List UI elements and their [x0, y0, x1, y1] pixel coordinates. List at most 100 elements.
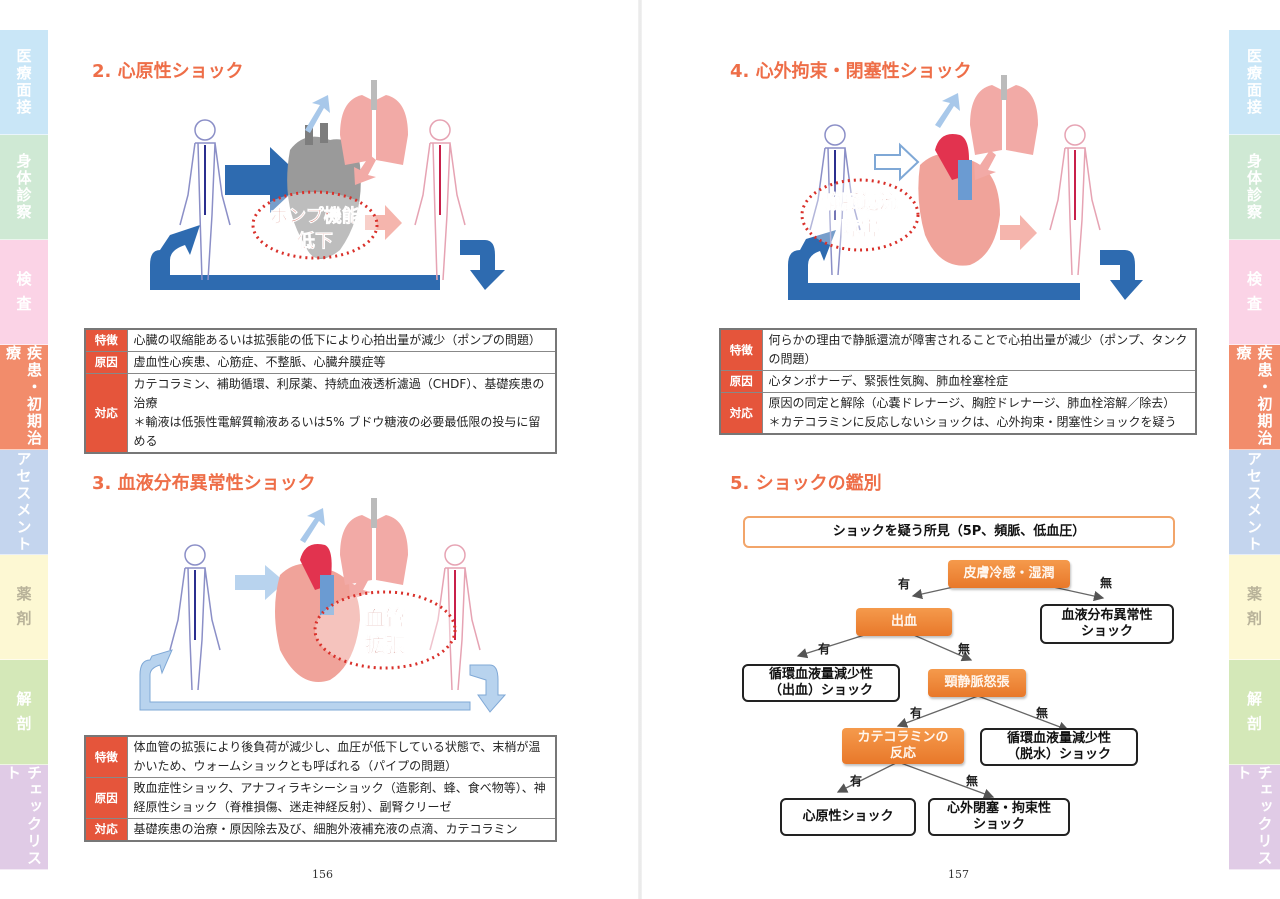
result-line1: 循環血液量減少性	[768, 667, 873, 682]
row-value: 基礎疾患の治療・原因除去及び、細胞外液補充液の点滴、カテコラミン	[126, 818, 557, 842]
info-table-row: 原因心タンポナーデ、緊張性気胸、肺血栓塞栓症	[719, 370, 1197, 393]
info-table-row: 対応基礎疾患の治療・原因除去及び、細胞外液補充液の点滴、カテコラミン	[84, 818, 557, 842]
venous-return-arrow	[235, 565, 285, 600]
arterial-output-arrow	[1000, 215, 1037, 250]
info-table-row: 対応カテコラミン、補助循環、利尿薬、持続血液透析濾過（CHDF）、基礎疾患の治療…	[84, 373, 557, 454]
from-lungs-arrow	[974, 150, 996, 180]
section-title-differential: 5. ショックの鑑別	[730, 473, 882, 494]
side-tab[interactable]: 解 剖	[1229, 660, 1280, 765]
row-label: 原因	[719, 370, 763, 393]
venous-body-figure	[179, 119, 231, 281]
row-value: 原因の同定と解除（心嚢ドレナージ、胸腔ドレナージ、肺血栓溶解／除去）＊カテコラミ…	[761, 392, 1197, 435]
row-label: 原因	[84, 351, 128, 374]
dotted-highlight-ellipse	[313, 590, 457, 670]
side-tab[interactable]: 疾患・初期治療	[1229, 345, 1280, 450]
result-text: 循環血液量減少性（脱水）ショック	[1007, 731, 1111, 763]
side-tab[interactable]: 薬 剤	[1229, 555, 1280, 660]
to-lungs-arrow	[935, 93, 960, 128]
result-line1: 循環血液量減少性	[1006, 731, 1111, 746]
page-number-left: 156	[312, 868, 333, 881]
row-value-line: 心臓の収縮能あるいは拡張能の低下により心拍出量が減少（ポンプの問題）	[133, 333, 541, 347]
row-label: 原因	[84, 777, 128, 819]
flow-q2-box: 出血	[856, 608, 952, 636]
arterial-output-arrow	[365, 205, 402, 240]
result-line2: （出血）ショック	[768, 683, 873, 698]
dotted-highlight-ellipse	[251, 190, 379, 260]
row-label: 特徴	[84, 735, 128, 778]
connector-q3-no	[977, 695, 1070, 732]
q4-text: カテコラミンの反応	[857, 730, 948, 762]
side-tab[interactable]: 解 剖	[0, 660, 48, 765]
heart-icon	[918, 134, 1000, 266]
side-tab[interactable]: 身体診察	[1229, 135, 1280, 240]
info-table-row: 原因虚血性心疾患、心筋症、不整脈、心臓弁膜症等	[84, 351, 557, 374]
row-value-line: 何らかの理由で静脈還流が障害されることで心拍出量が減少（ポンプ、タンクの問題）	[768, 333, 1188, 366]
return-flow-arrow	[150, 225, 440, 290]
flow-result-cardiogenic: 心原性ショック	[780, 798, 916, 836]
obstructive-info-table: 特徴何らかの理由で静脈還流が障害されることで心拍出量が減少（ポンプ、タンクの問題…	[719, 328, 1197, 435]
diagram-label-line1: 血管	[365, 606, 405, 630]
result-line1: 心外閉塞・拘束性	[946, 801, 1051, 816]
row-value-line: 原因の同定と解除（心嚢ドレナージ、胸腔ドレナージ、肺血栓溶解／除去）	[768, 396, 1176, 410]
info-table-row: 対応原因の同定と解除（心嚢ドレナージ、胸腔ドレナージ、肺血栓溶解／除去）＊カテコ…	[719, 392, 1197, 435]
side-tabs-right: 医療面接身体診察検 査疾患・初期治療アセスメント薬 剤解 剖チェックリスト	[1229, 30, 1280, 870]
connector-q4-no	[897, 761, 995, 799]
diagram-label-line2: 障害	[841, 217, 879, 240]
side-tab[interactable]: アセスメント	[0, 450, 48, 555]
distributive-info-table: 特徴体血管の拡張により後負荷が減少し、血圧が低下している状態で、末梢が温かいため…	[84, 735, 557, 842]
flow-q3-no-label: 無	[1036, 706, 1049, 720]
side-tab[interactable]: チェックリスト	[0, 765, 48, 870]
connector-q4-yes	[836, 761, 899, 793]
row-value-line: 基礎疾患の治療・原因除去及び、細胞外液補充液の点滴、カテコラミン	[133, 822, 518, 836]
side-tab[interactable]: 身体診察	[0, 135, 48, 240]
row-label: 特徴	[719, 328, 763, 371]
cardiogenic-shock-diagram: ポンプ機能 低下	[140, 75, 510, 305]
lungs-icon	[340, 80, 408, 165]
connector-q3-yes	[896, 695, 979, 728]
section-title-distributive: 3. 血液分布異常性ショック	[92, 473, 316, 494]
return-flow-arrow	[788, 230, 1080, 300]
side-tab[interactable]: 疾患・初期治療	[0, 345, 48, 450]
side-tab[interactable]: 検 査	[1229, 240, 1280, 345]
row-value-line: カテコラミン、補助循環、利尿薬、持続血液透析濾過（CHDF）、基礎疾患の治療	[133, 377, 545, 410]
result-line2: ショック	[1080, 624, 1133, 639]
return-flow-arrow-right	[469, 664, 507, 713]
circulation-illustration: ポンプ機能 低下	[150, 80, 505, 290]
flow-q2-no-label: 無	[958, 642, 971, 656]
venous-body-figure	[809, 124, 861, 276]
circulation-illustration: 血管 拡張	[139, 498, 507, 713]
flow-q1-no-label: 無	[1100, 576, 1113, 590]
side-tab[interactable]: 検 査	[0, 240, 48, 345]
result-text: 循環血液量減少性（出血）ショック	[769, 667, 873, 699]
flow-result-obstructive: 心外閉塞・拘束性ショック	[928, 798, 1070, 836]
row-value: 心タンポナーデ、緊張性気胸、肺血栓塞栓症	[761, 370, 1197, 393]
diagram-label-line2: 低下	[296, 230, 333, 252]
flow-result-distributive: 血液分布異常性ショック	[1040, 604, 1174, 644]
row-value-line: 体血管の拡張により後負荷が減少し、血圧が低下している状態で、末梢が温かいため、ウ…	[133, 740, 541, 773]
side-tab[interactable]: 医療面接	[1229, 30, 1280, 135]
flow-q2-yes-label: 有	[818, 642, 831, 656]
flow-q4-no-label: 無	[966, 774, 979, 788]
side-tab[interactable]: 医療面接	[0, 30, 48, 135]
circulation-illustration: 静脈還流 障害	[788, 75, 1143, 300]
diagram-label-line1: 静脈還流	[822, 190, 898, 213]
side-tab[interactable]: 薬 剤	[0, 555, 48, 660]
flow-start-box: ショックを疑う所見（5P、頻脈、低血圧）	[743, 516, 1175, 548]
dotted-highlight-ellipse	[800, 178, 920, 252]
row-value: 何らかの理由で静脈還流が障害されることで心拍出量が減少（ポンプ、タンクの問題）	[761, 328, 1197, 371]
to-lungs-arrow	[305, 95, 330, 133]
info-table-row: 特徴何らかの理由で静脈還流が障害されることで心拍出量が減少（ポンプ、タンクの問題…	[719, 328, 1197, 371]
q4-line2: 反応	[889, 746, 916, 761]
side-tab[interactable]: チェックリスト	[1229, 765, 1280, 870]
side-tab[interactable]: アセスメント	[1229, 450, 1280, 555]
result-text: 心外閉塞・拘束性ショック	[947, 801, 1051, 833]
row-value-line: 心タンポナーデ、緊張性気胸、肺血栓塞栓症	[768, 374, 1009, 388]
page-number-right: 157	[948, 868, 969, 881]
section-title-obstructive: 4. 心外拘束・閉塞性ショック	[730, 61, 972, 82]
distributive-shock-diagram: 血管 拡張	[130, 490, 510, 720]
row-value-line: ＊輸液は低張性電解質輸液あるいは5% ブドウ糖液の必要最低限の投与に留める	[133, 415, 541, 448]
row-value: カテコラミン、補助循環、利尿薬、持続血液透析濾過（CHDF）、基礎疾患の治療 ＊輸…	[126, 373, 557, 454]
flow-q3-yes-label: 有	[910, 706, 923, 720]
to-lungs-arrow	[300, 508, 325, 543]
result-line2: （脱水）ショック	[1006, 747, 1111, 762]
